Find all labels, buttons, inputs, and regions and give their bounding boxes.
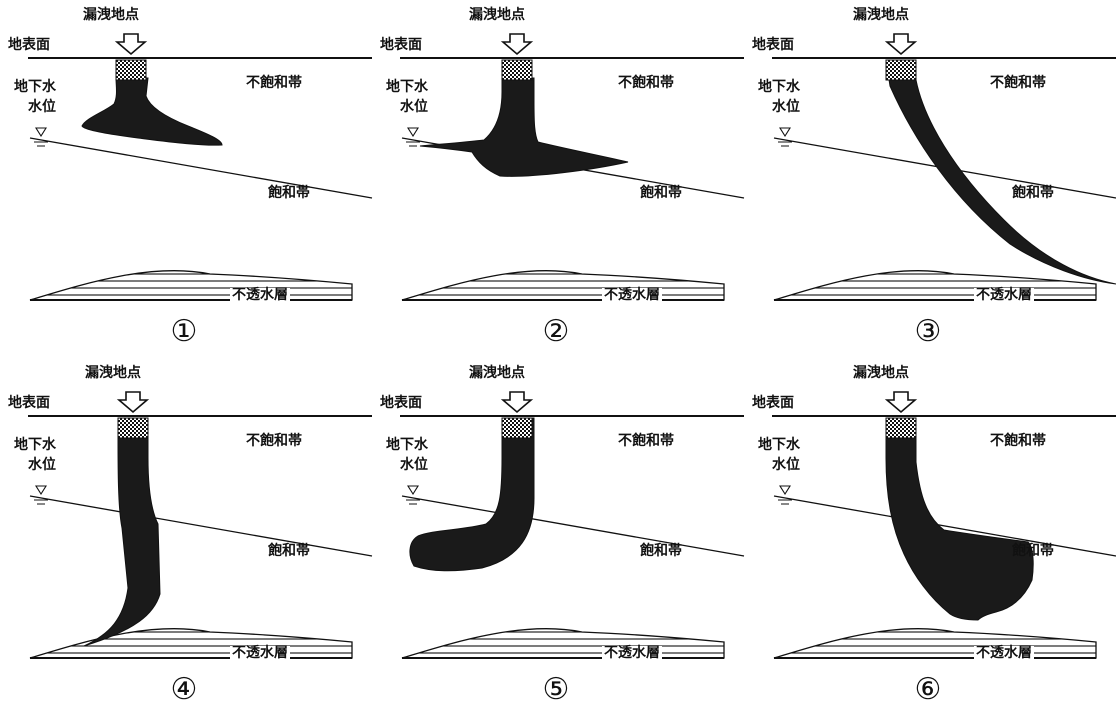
saturated-zone-label: 飽和帯 (640, 185, 682, 201)
ground-surface-label: 地表面 (380, 395, 422, 411)
scenario-number: ① (170, 314, 198, 349)
leak-source-block (885, 59, 917, 81)
groundwater-table-line (773, 495, 1116, 557)
impermeable-layer (773, 628, 1097, 659)
scenario-number: ② (542, 314, 570, 349)
leak-point-label: 漏洩地点 (853, 365, 909, 381)
saturated-zone-label: 飽和帯 (1012, 185, 1054, 201)
groundwater-level-label: 水位 (772, 457, 800, 473)
scenario-drawing (28, 391, 373, 659)
groundwater-level-label: 地下水 (14, 437, 56, 453)
scenario-number: ③ (914, 314, 942, 349)
scenario-number: ⑤ (542, 672, 570, 707)
groundwater-level-label: 水位 (28, 457, 56, 473)
ground-surface-label: 地表面 (8, 37, 50, 53)
impermeable-layer (401, 628, 725, 659)
groundwater-level-label: 地下水 (758, 79, 800, 95)
leak-arrow-icon (884, 33, 918, 56)
groundwater-level-label: 水位 (28, 99, 56, 115)
groundwater-level-label: 地下水 (386, 437, 428, 453)
scenario-drawing (400, 391, 745, 659)
leak-source-block (117, 417, 149, 439)
scenario-panel: 漏洩地点地表面地下水水位 不飽和帯飽和帯不透水層 ⑤ (372, 358, 745, 716)
groundwater-table-line (401, 495, 745, 557)
scenario-drawing (772, 33, 1116, 301)
leak-arrow-icon (116, 391, 150, 414)
water-level-symbol (779, 127, 791, 138)
groundwater-level-label: 水位 (772, 99, 800, 115)
ground-surface-label: 地表面 (8, 395, 50, 411)
impermeable-layer (29, 270, 353, 301)
ground-surface-label: 地表面 (752, 37, 794, 53)
leak-point-label: 漏洩地点 (85, 365, 141, 381)
contaminant-plume (83, 417, 161, 647)
contaminant-plume (419, 77, 629, 177)
water-level-symbol (407, 485, 419, 496)
impermeable-layer-label: 不透水層 (974, 645, 1034, 661)
contaminant-plume (885, 59, 1116, 285)
scenario-drawing (772, 391, 1116, 659)
scenario-number: ⑥ (914, 672, 942, 707)
water-level-symbol (407, 127, 419, 138)
contaminant-plume (409, 417, 535, 572)
saturated-zone-label: 飽和帯 (640, 543, 682, 559)
groundwater-level-label: 地下水 (386, 79, 428, 95)
scenario-panel: 漏洩地点地表面地下水水位 不飽和帯飽和帯不透水層 ③ (744, 0, 1116, 358)
scenario-panel: 漏洩地点地表面地下水水位 不飽和帯飽和帯不透水層 ① (0, 0, 373, 358)
groundwater-table-line (29, 495, 373, 557)
unsaturated-zone-label: 不飽和帯 (990, 433, 1046, 449)
scenario-number: ④ (170, 672, 198, 707)
unsaturated-zone-label: 不飽和帯 (618, 75, 674, 91)
scenario-drawing (28, 33, 373, 301)
unsaturated-zone-label: 不飽和帯 (618, 433, 674, 449)
impermeable-layer (29, 628, 353, 659)
water-level-symbol (35, 485, 47, 496)
saturated-zone-label: 飽和帯 (268, 543, 310, 559)
leak-arrow-icon (500, 391, 534, 414)
leak-source-block (501, 59, 533, 81)
groundwater-level-label: 水位 (400, 99, 428, 115)
scenario-drawing (400, 33, 745, 301)
leak-point-label: 漏洩地点 (469, 7, 525, 23)
unsaturated-zone-label: 不飽和帯 (246, 75, 302, 91)
impermeable-layer (401, 270, 725, 301)
ground-surface-label: 地表面 (752, 395, 794, 411)
groundwater-table-line (29, 137, 373, 199)
leak-source-block (885, 417, 917, 439)
impermeable-layer-label: 不透水層 (602, 645, 662, 661)
impermeable-layer-label: 不透水層 (230, 287, 290, 303)
leak-point-label: 漏洩地点 (469, 365, 525, 381)
leak-arrow-icon (500, 33, 534, 56)
scenario-panel: 漏洩地点地表面地下水水位 不飽和帯飽和帯不透水層 ⑥ (744, 358, 1116, 716)
impermeable-layer (773, 270, 1097, 301)
saturated-zone-label: 飽和帯 (1012, 543, 1054, 559)
unsaturated-zone-label: 不飽和帯 (246, 433, 302, 449)
leak-point-label: 漏洩地点 (83, 7, 139, 23)
water-level-symbol (779, 485, 791, 496)
contaminant-plume (885, 417, 1034, 621)
groundwater-level-label: 地下水 (758, 437, 800, 453)
ground-surface-label: 地表面 (380, 37, 422, 53)
impermeable-layer-label: 不透水層 (974, 287, 1034, 303)
scenario-panel: 漏洩地点地表面地下水水位 不飽和帯飽和帯不透水層 ④ (0, 358, 373, 716)
water-level-symbol (35, 127, 47, 138)
groundwater-level-label: 地下水 (14, 79, 56, 95)
leak-source-block (115, 59, 147, 81)
leak-source-block (501, 417, 533, 439)
leak-arrow-icon (114, 33, 148, 56)
scenario-panel: 漏洩地点地表面地下水水位 不飽和帯飽和帯不透水層 ② (372, 0, 745, 358)
groundwater-level-label: 水位 (400, 457, 428, 473)
unsaturated-zone-label: 不飽和帯 (990, 75, 1046, 91)
saturated-zone-label: 飽和帯 (268, 185, 310, 201)
contaminant-plume (81, 77, 223, 146)
impermeable-layer-label: 不透水層 (602, 287, 662, 303)
leak-arrow-icon (884, 391, 918, 414)
impermeable-layer-label: 不透水層 (230, 645, 290, 661)
leak-point-label: 漏洩地点 (853, 7, 909, 23)
